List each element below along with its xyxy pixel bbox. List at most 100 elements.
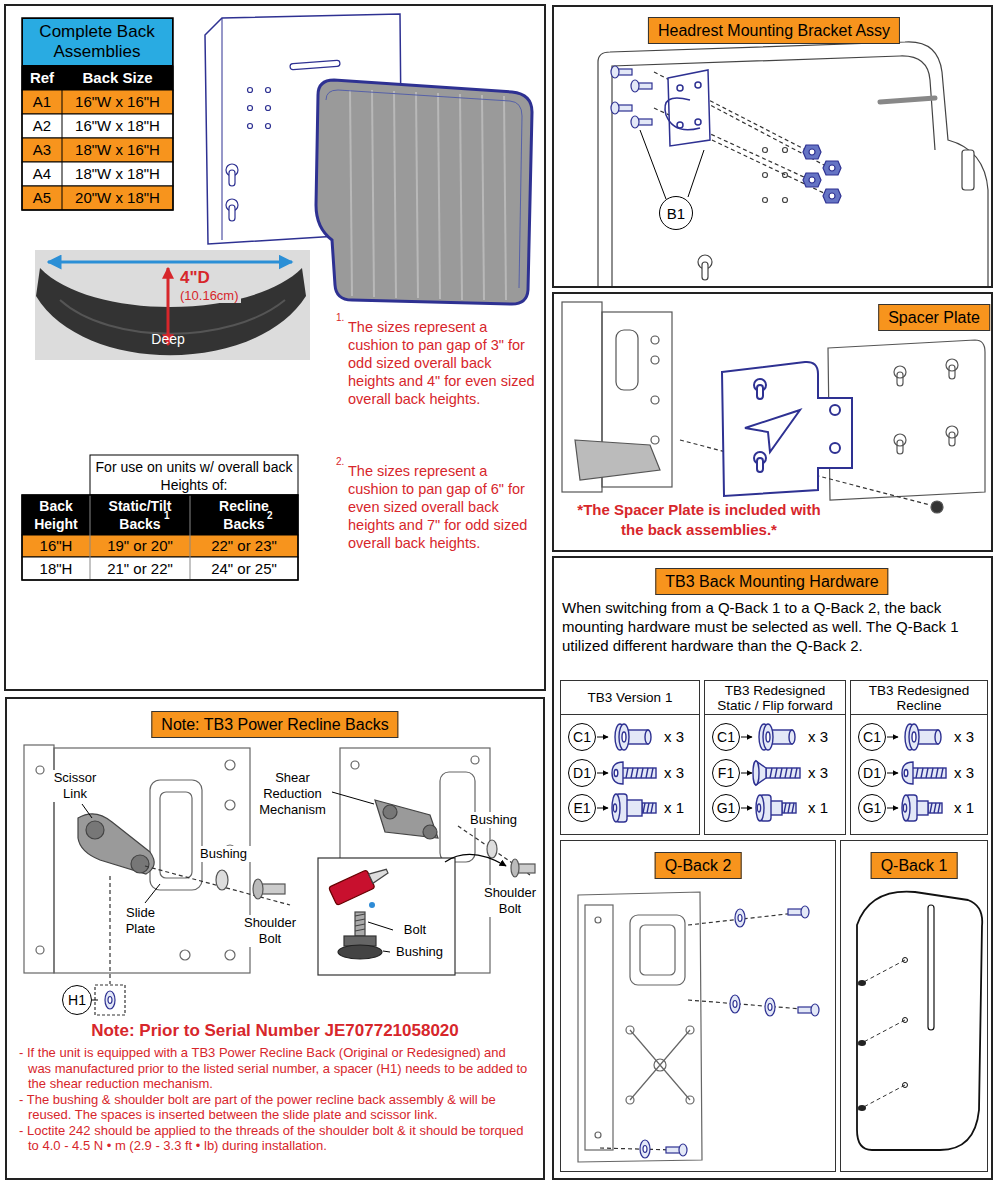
callout-number: C1 xyxy=(713,724,739,750)
note-bullet: - If the unit is equipped with a TB3 Pow… xyxy=(19,1045,531,1092)
height-table xyxy=(90,495,91,580)
q-back-1-drawing xyxy=(858,960,905,985)
recline-mechanism-drawing xyxy=(160,792,192,878)
hardware-icons xyxy=(612,794,656,822)
spacer-plate-drawing xyxy=(897,372,903,386)
recline-mechanism-drawing xyxy=(329,870,376,906)
deep-cushion-photo xyxy=(35,250,310,360)
back-assembly-drawing xyxy=(290,60,340,69)
q-back-2-drawing xyxy=(630,1030,690,1100)
q-back-2-drawing xyxy=(640,925,675,975)
part-label: Bushing xyxy=(392,944,447,960)
callout-circle: D1 xyxy=(858,759,886,787)
footnote-mark: 2. xyxy=(336,457,344,467)
back-assembly-drawing xyxy=(248,88,253,93)
q-back-2-drawing xyxy=(686,1096,694,1104)
q-back-2-drawing xyxy=(666,1144,687,1156)
hardware-icons xyxy=(597,808,608,809)
q-back-1-drawing xyxy=(858,1085,905,1110)
back-assembly-drawing xyxy=(438,93,440,299)
size-table xyxy=(22,162,173,186)
table-cell: 24" or 25" xyxy=(190,557,298,580)
deep-cushion-photo xyxy=(60,300,285,334)
spacer-plate-drawing xyxy=(651,436,659,444)
table-cell: A1 xyxy=(22,90,62,114)
recline-mechanism-drawing xyxy=(131,855,149,873)
callout-circle: B1 xyxy=(659,196,693,230)
table-title: Complete Back Assemblies xyxy=(22,18,173,66)
back-assembly-drawing xyxy=(482,95,484,300)
callout-number: F1 xyxy=(713,760,739,786)
height-table xyxy=(90,455,298,495)
table-cell: 22" or 23" xyxy=(190,535,298,557)
callout-number: C1 xyxy=(569,724,595,750)
size-table xyxy=(22,186,173,210)
headrest-bracket-drawing xyxy=(598,42,988,286)
height-table xyxy=(22,495,298,580)
recline-mechanism-drawing xyxy=(180,950,190,960)
q-back-1-drawing xyxy=(857,892,982,1150)
back-assembly-drawing xyxy=(266,88,271,93)
panel-heading: TB3 Back Mounting Hardware xyxy=(655,568,888,595)
spacer-plate-drawing xyxy=(651,396,659,404)
q-back-1-drawing xyxy=(903,958,908,963)
part-label: Slide Plate xyxy=(118,905,163,937)
headrest-bracket-drawing xyxy=(695,119,701,125)
q-back-1-drawing xyxy=(858,1020,905,1045)
q-back-1-drawing xyxy=(858,1105,866,1111)
headrest-bracket-drawing xyxy=(598,42,988,286)
panel-frame xyxy=(5,5,545,690)
panel-frame xyxy=(5,5,545,690)
table-cell: 16"W x 16"H xyxy=(62,90,173,114)
callout-circle: C1 xyxy=(568,723,596,751)
size-table xyxy=(22,90,173,114)
table-cell: A2 xyxy=(22,114,62,138)
recline-mechanism-drawing xyxy=(487,840,497,858)
recline-mechanism-drawing xyxy=(216,870,228,890)
panel-heading: Q-Back 1 xyxy=(871,852,958,879)
recline-mechanism-drawing xyxy=(383,805,397,819)
part-label: Bushing xyxy=(466,812,521,828)
hardware-icons xyxy=(905,724,941,750)
recline-mechanism-drawing xyxy=(445,854,506,866)
callout-circle: C1 xyxy=(858,723,886,751)
recline-mechanism-drawing xyxy=(92,1000,98,1001)
back-assembly-drawing xyxy=(266,124,271,129)
callout-number: E1 xyxy=(569,795,595,821)
size-table xyxy=(22,114,173,138)
hardware-icons xyxy=(597,724,946,822)
spacer-plate-drawing xyxy=(562,302,985,513)
back-assembly-drawing xyxy=(316,80,532,304)
q-back-2-drawing xyxy=(595,1132,601,1138)
hardware-icons xyxy=(741,737,752,738)
quantity-label: x 3 xyxy=(808,728,828,746)
footnote-text: The sizes represent a cushion to pan gap… xyxy=(348,318,536,408)
bullet-list: - If the unit is equipped with a TB3 Pow… xyxy=(19,1045,531,1154)
panel-heading: Note: TB3 Power Recline Backs xyxy=(151,711,398,738)
footnote-mark: 1. xyxy=(336,313,344,323)
height-table xyxy=(22,557,298,580)
height-table xyxy=(22,535,298,557)
table-cell: 20"W x 18"H xyxy=(62,186,173,210)
table-cell: A3 xyxy=(22,138,62,162)
callout-number: G1 xyxy=(859,795,885,821)
recline-mechanism-drawing xyxy=(145,866,290,905)
q-back-2-drawing xyxy=(578,892,702,1162)
headrest-bracket-drawing xyxy=(677,85,683,91)
hardware-icons xyxy=(753,761,800,785)
recline-mechanism-drawing xyxy=(329,862,392,905)
q-back-1-drawing xyxy=(928,905,934,1030)
table-cell: 16"H xyxy=(22,535,90,557)
callout-number: D1 xyxy=(569,760,595,786)
height-table xyxy=(22,455,298,580)
recline-mechanism-drawing xyxy=(511,859,519,877)
dimension-label: 4"D xyxy=(178,268,212,288)
size-table xyxy=(22,138,173,162)
height-table xyxy=(22,495,298,535)
quantity-label: x 1 xyxy=(664,799,684,817)
headrest-bracket-drawing xyxy=(668,70,710,146)
q-back-1-drawing xyxy=(857,892,982,1150)
q-back-2-drawing xyxy=(688,1000,815,1010)
recline-mechanism-drawing xyxy=(332,792,374,804)
